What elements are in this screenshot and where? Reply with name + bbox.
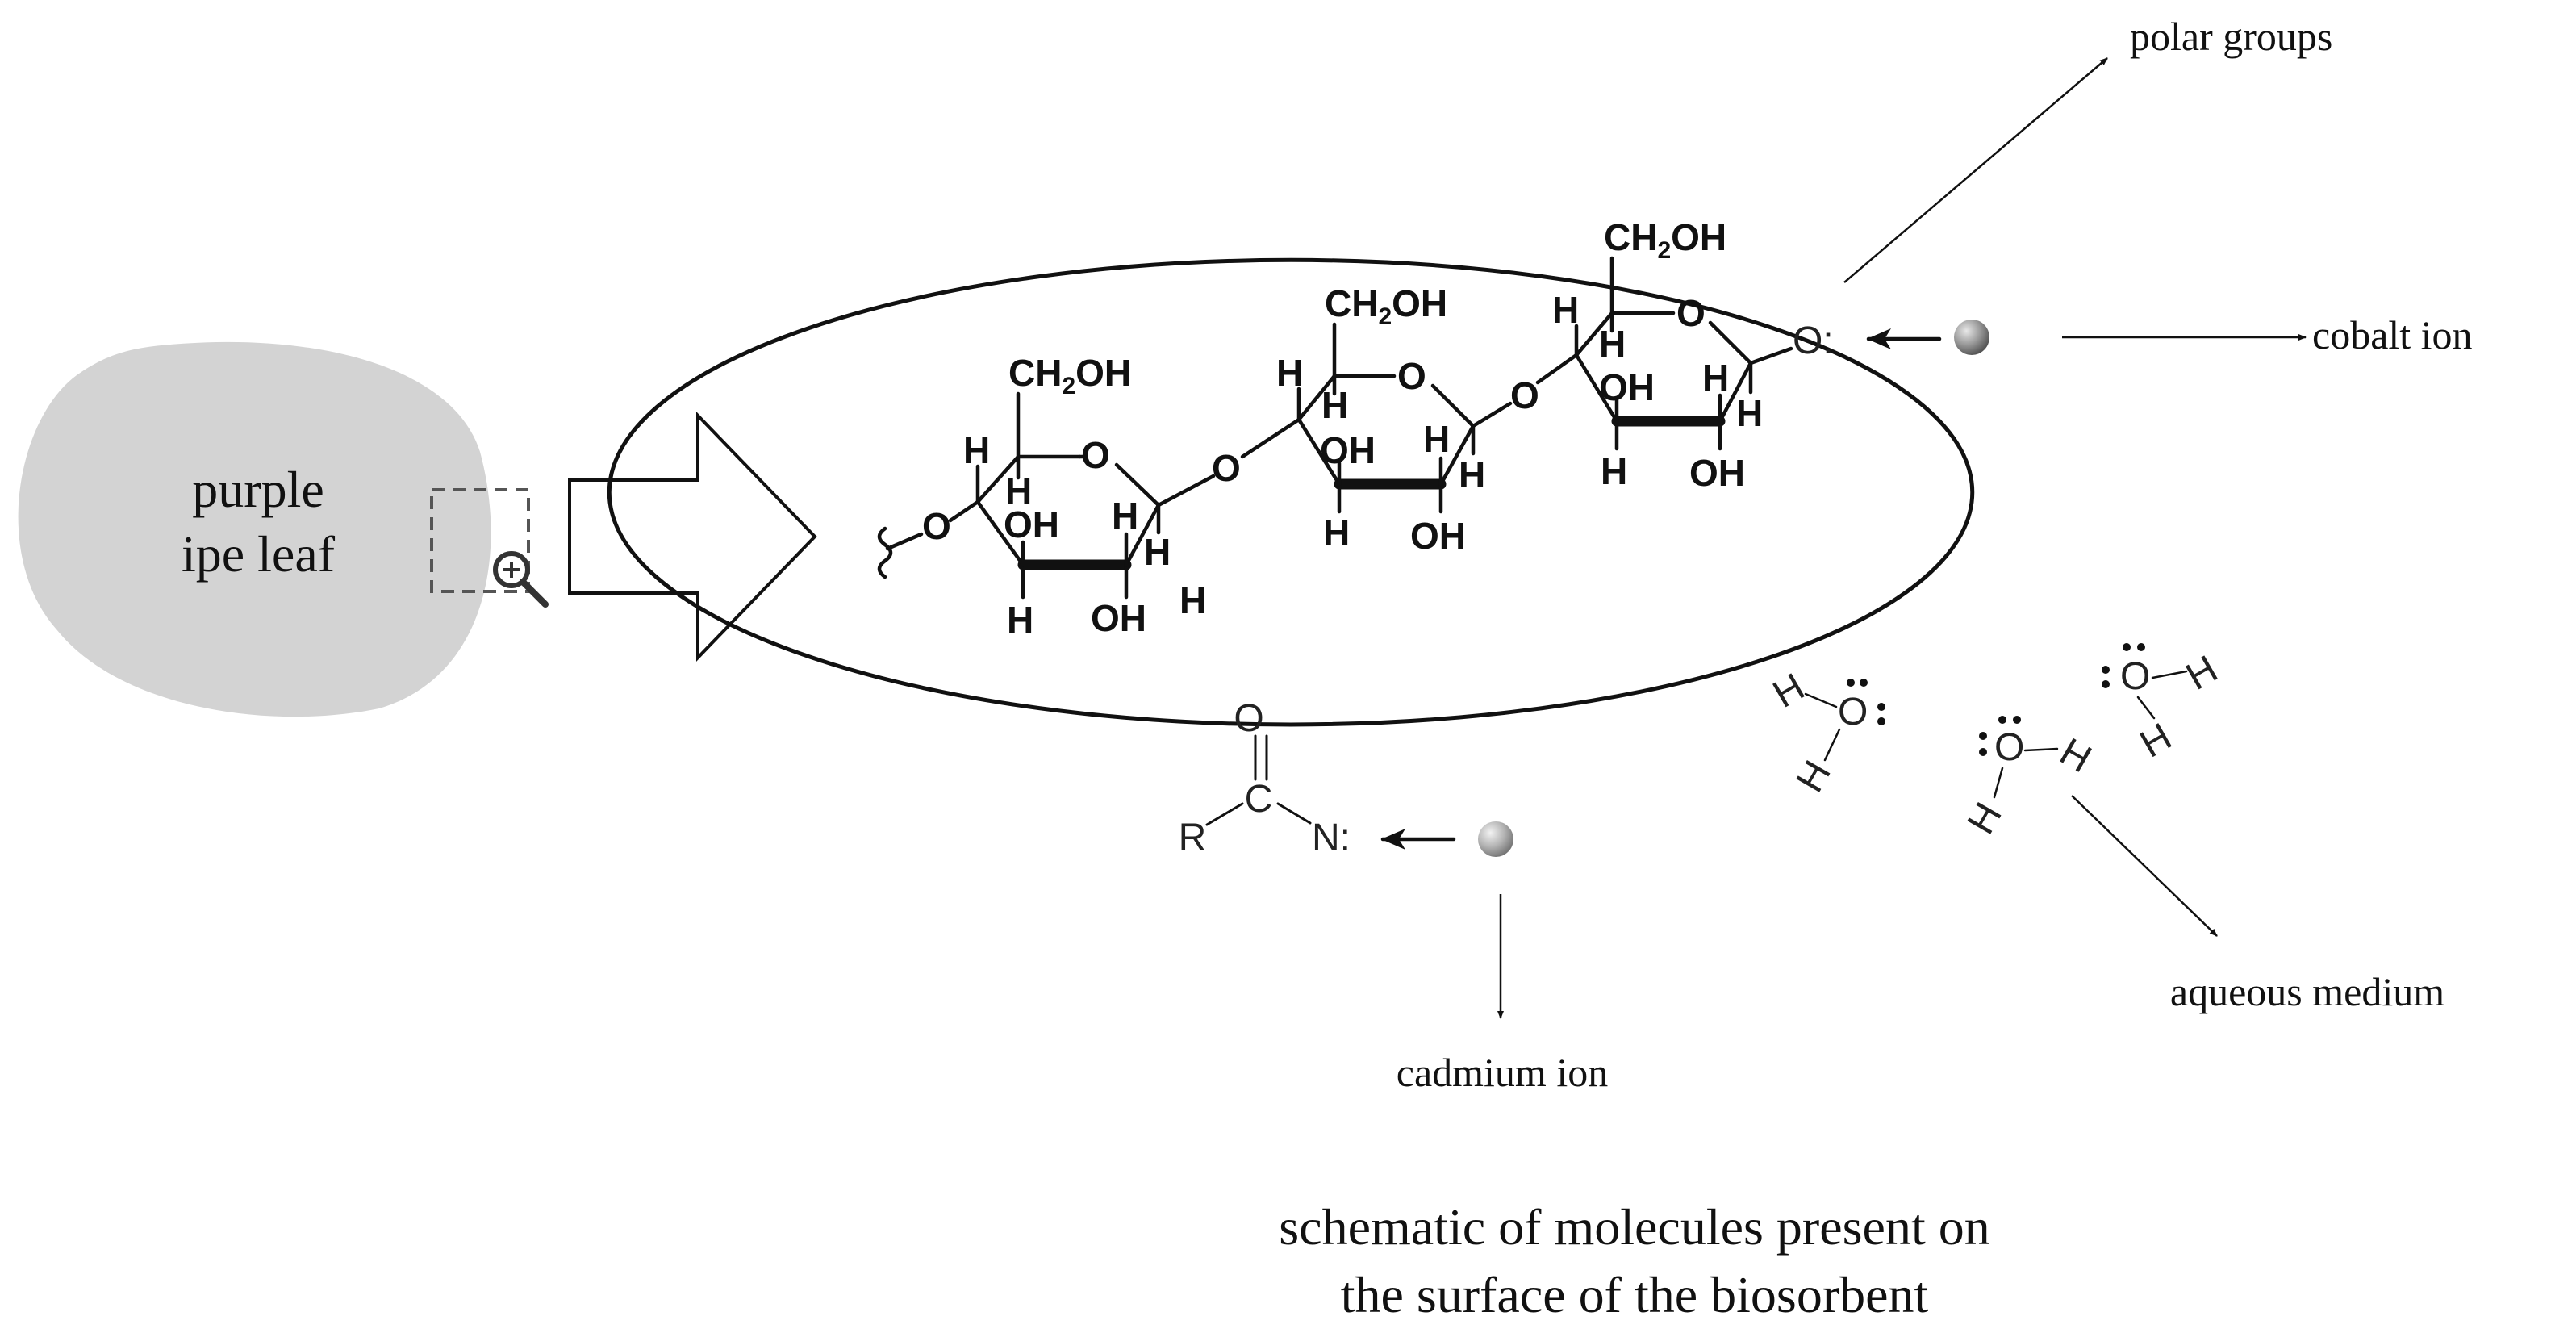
water1-h1: H bbox=[1766, 666, 1812, 717]
ring2-h-c3: H bbox=[1323, 512, 1350, 554]
polar-groups-leader bbox=[1843, 57, 2108, 283]
ring1-h-c5: H bbox=[1005, 470, 1032, 512]
cadmium-ion-sphere-icon bbox=[1478, 821, 1513, 857]
zoom-selection-box bbox=[430, 488, 530, 593]
amide-r-group: R bbox=[1179, 817, 1207, 859]
water-molecule-3: O H H bbox=[2102, 643, 2225, 767]
ring1-h-c2: H bbox=[1112, 495, 1138, 537]
ring2-oxygen: O bbox=[1397, 355, 1426, 397]
caption-line2: the surface of the biosorbent bbox=[1341, 1266, 1929, 1323]
water3-h2: H bbox=[2133, 715, 2179, 766]
magnifier-plus-icon bbox=[493, 551, 549, 608]
water-molecule-1: O H H bbox=[1766, 666, 1885, 800]
leaf-label-line1: purple bbox=[192, 461, 324, 518]
amide-carbonyl-o: O bbox=[1234, 697, 1263, 740]
water3-h1: H bbox=[2179, 648, 2225, 699]
ring2-oh-c3: OH bbox=[1320, 429, 1376, 471]
ring1-h-c1: H bbox=[1144, 531, 1171, 573]
ring3-oxygen: O bbox=[1676, 292, 1706, 334]
water1-h2: H bbox=[1789, 754, 1839, 800]
ring1-ch2oh: CH2OH bbox=[1008, 352, 1131, 399]
ring1-linker-o: O bbox=[922, 505, 951, 547]
ring1-h-c4-up: H bbox=[963, 429, 990, 471]
ring3-ch2oh: CH2OH bbox=[1604, 216, 1726, 264]
ring2-h-c2: H bbox=[1423, 418, 1450, 460]
leaf-group: purple ipe leaf bbox=[18, 341, 549, 717]
water-molecule-2: O H H bbox=[1960, 716, 2098, 842]
ring3-h-c5: H bbox=[1599, 323, 1626, 365]
amide-group: O C R N: bbox=[1179, 697, 1351, 859]
ring1-oxygen: O bbox=[1081, 434, 1110, 476]
glucose-ring-2: O CH2OH H H H OH OH H H bbox=[1276, 282, 1485, 557]
ring2-oh-c2: OH bbox=[1410, 515, 1466, 557]
leaf-label-line2: ipe leaf bbox=[182, 525, 336, 583]
amide-carbon: C bbox=[1245, 778, 1273, 821]
water2-h1: H bbox=[2052, 730, 2098, 781]
ring1-oh-c2: OH bbox=[1091, 597, 1146, 639]
caption-line1: schematic of molecules present on bbox=[1279, 1198, 1989, 1256]
ring1-h-extra: H bbox=[1179, 579, 1206, 621]
ring3-oh-c2: OH bbox=[1689, 452, 1745, 494]
ring3-h-c3: H bbox=[1601, 450, 1627, 492]
water2-oxygen: O bbox=[1994, 726, 2024, 769]
cobalt-ion-label: cobalt ion bbox=[2312, 312, 2473, 357]
water2-h2: H bbox=[1960, 796, 2010, 842]
ring2-h-c1: H bbox=[1459, 453, 1485, 495]
cellulose-chain: O O CH2OH H H H OH OH bbox=[877, 216, 1834, 641]
ring2-h-c4-up: H bbox=[1276, 352, 1303, 394]
glucose-ring-1: O CH2OH H H H OH OH H H H bbox=[963, 352, 1206, 641]
water1-oxygen: O bbox=[1838, 691, 1868, 733]
ring1-oh-c3: OH bbox=[1004, 504, 1059, 545]
amide-n-lone-pair: N: bbox=[1312, 817, 1351, 859]
terminal-o-lone-pair: O: bbox=[1793, 320, 1834, 362]
ring2-h-c5: H bbox=[1321, 384, 1348, 426]
ring3-h-c2: H bbox=[1702, 357, 1729, 399]
aqueous-medium-leader bbox=[2071, 795, 2218, 937]
aqueous-medium-label: aqueous medium bbox=[2170, 969, 2444, 1014]
block-arrow-right-icon bbox=[568, 412, 817, 662]
glucose-ring-3: O CH2OH H H H OH OH H H bbox=[1552, 216, 1763, 494]
water3-oxygen: O bbox=[2120, 655, 2150, 698]
glycosidic-o-2: O bbox=[1510, 374, 1539, 416]
ring3-h-c1: H bbox=[1736, 392, 1763, 434]
leaf-shape bbox=[18, 341, 491, 717]
cadmium-ion-label: cadmium ion bbox=[1397, 1050, 1608, 1095]
polar-groups-label: polar groups bbox=[2130, 14, 2332, 59]
glycosidic-o-1: O bbox=[1212, 447, 1241, 489]
biosorbent-surface-ellipse bbox=[609, 260, 1973, 725]
chain-end-wave bbox=[877, 526, 893, 579]
ring3-h-c4-up: H bbox=[1552, 289, 1579, 331]
ring1-h-c3: H bbox=[1007, 599, 1033, 641]
ring3-oh-c3: OH bbox=[1599, 366, 1655, 408]
ring2-ch2oh: CH2OH bbox=[1325, 282, 1447, 330]
cobalt-ion-sphere-icon bbox=[1954, 320, 1989, 355]
